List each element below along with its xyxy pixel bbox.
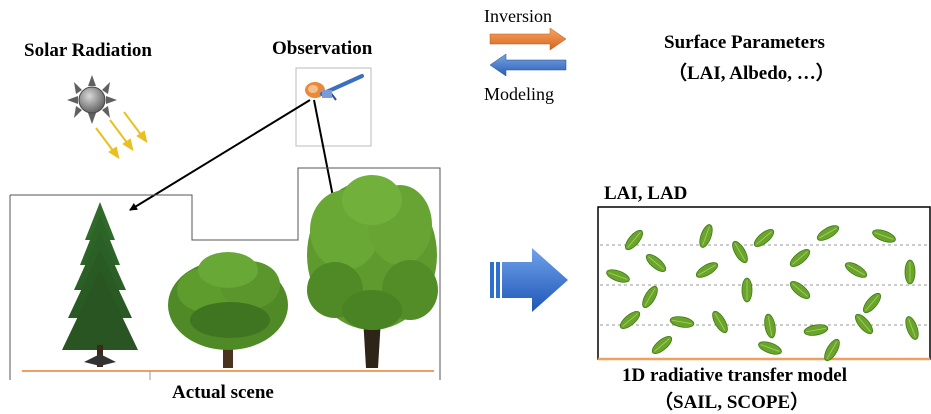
leaf-vein [648,256,664,270]
leaf-vein [627,232,641,248]
layer-dividers [600,244,928,326]
big-right-arrow-icon [490,248,568,312]
left-arrow-icon [489,53,567,77]
leaf-vein [826,341,838,359]
solar-radiation-label: Solar Radiation [24,40,152,61]
leaf-vein [819,227,837,239]
leaf-vein [865,295,879,311]
sun-rays [95,111,148,160]
broadleaf-tree-icon [307,175,438,368]
leaf-vein [644,288,656,306]
leaf-vein [908,318,916,338]
rt-model-list: （SAIL, SCOPE） [654,392,810,413]
leaf-vein [792,251,808,265]
leaf-vein [698,264,716,276]
leaf-vein [847,264,865,276]
leaf-vein [792,283,808,297]
rt-model-title: 1D radiative transfer model [622,365,847,386]
modeling-label: Modeling [484,84,554,104]
observation-box [295,67,372,147]
leaf-vein [806,327,826,333]
surface-parameters-list: （LAI, Albedo, …） [668,63,835,84]
leaf-vein [734,243,746,261]
lai-lad-label: LAI, LAD [604,183,688,204]
actual-scene-frame [10,167,441,380]
satellite-icon [305,74,364,101]
leaf-vein [654,338,670,352]
sun-icon [67,75,117,124]
leaves-group [606,224,919,362]
leaf-vein [760,344,780,352]
leaf-vein [756,231,772,245]
observation-arrow-conifer [129,99,311,211]
observation-label: Observation [272,38,373,59]
conifer-tree-icon [62,202,138,367]
leaf-vein [672,319,692,325]
leaf-vein [608,272,628,280]
round-tree-icon [168,252,288,368]
leaf-vein [857,316,871,332]
leaf-vein [622,313,638,327]
inversion-label: Inversion [484,6,552,26]
leaf-vein [702,226,710,246]
leaf-vein [767,316,773,336]
actual-scene-label: Actual scene [172,382,274,403]
right-arrow-icon [489,27,567,51]
surface-parameters-title: Surface Parameters [664,32,825,53]
leaf-vein [874,232,894,240]
leaf-vein [714,313,726,331]
